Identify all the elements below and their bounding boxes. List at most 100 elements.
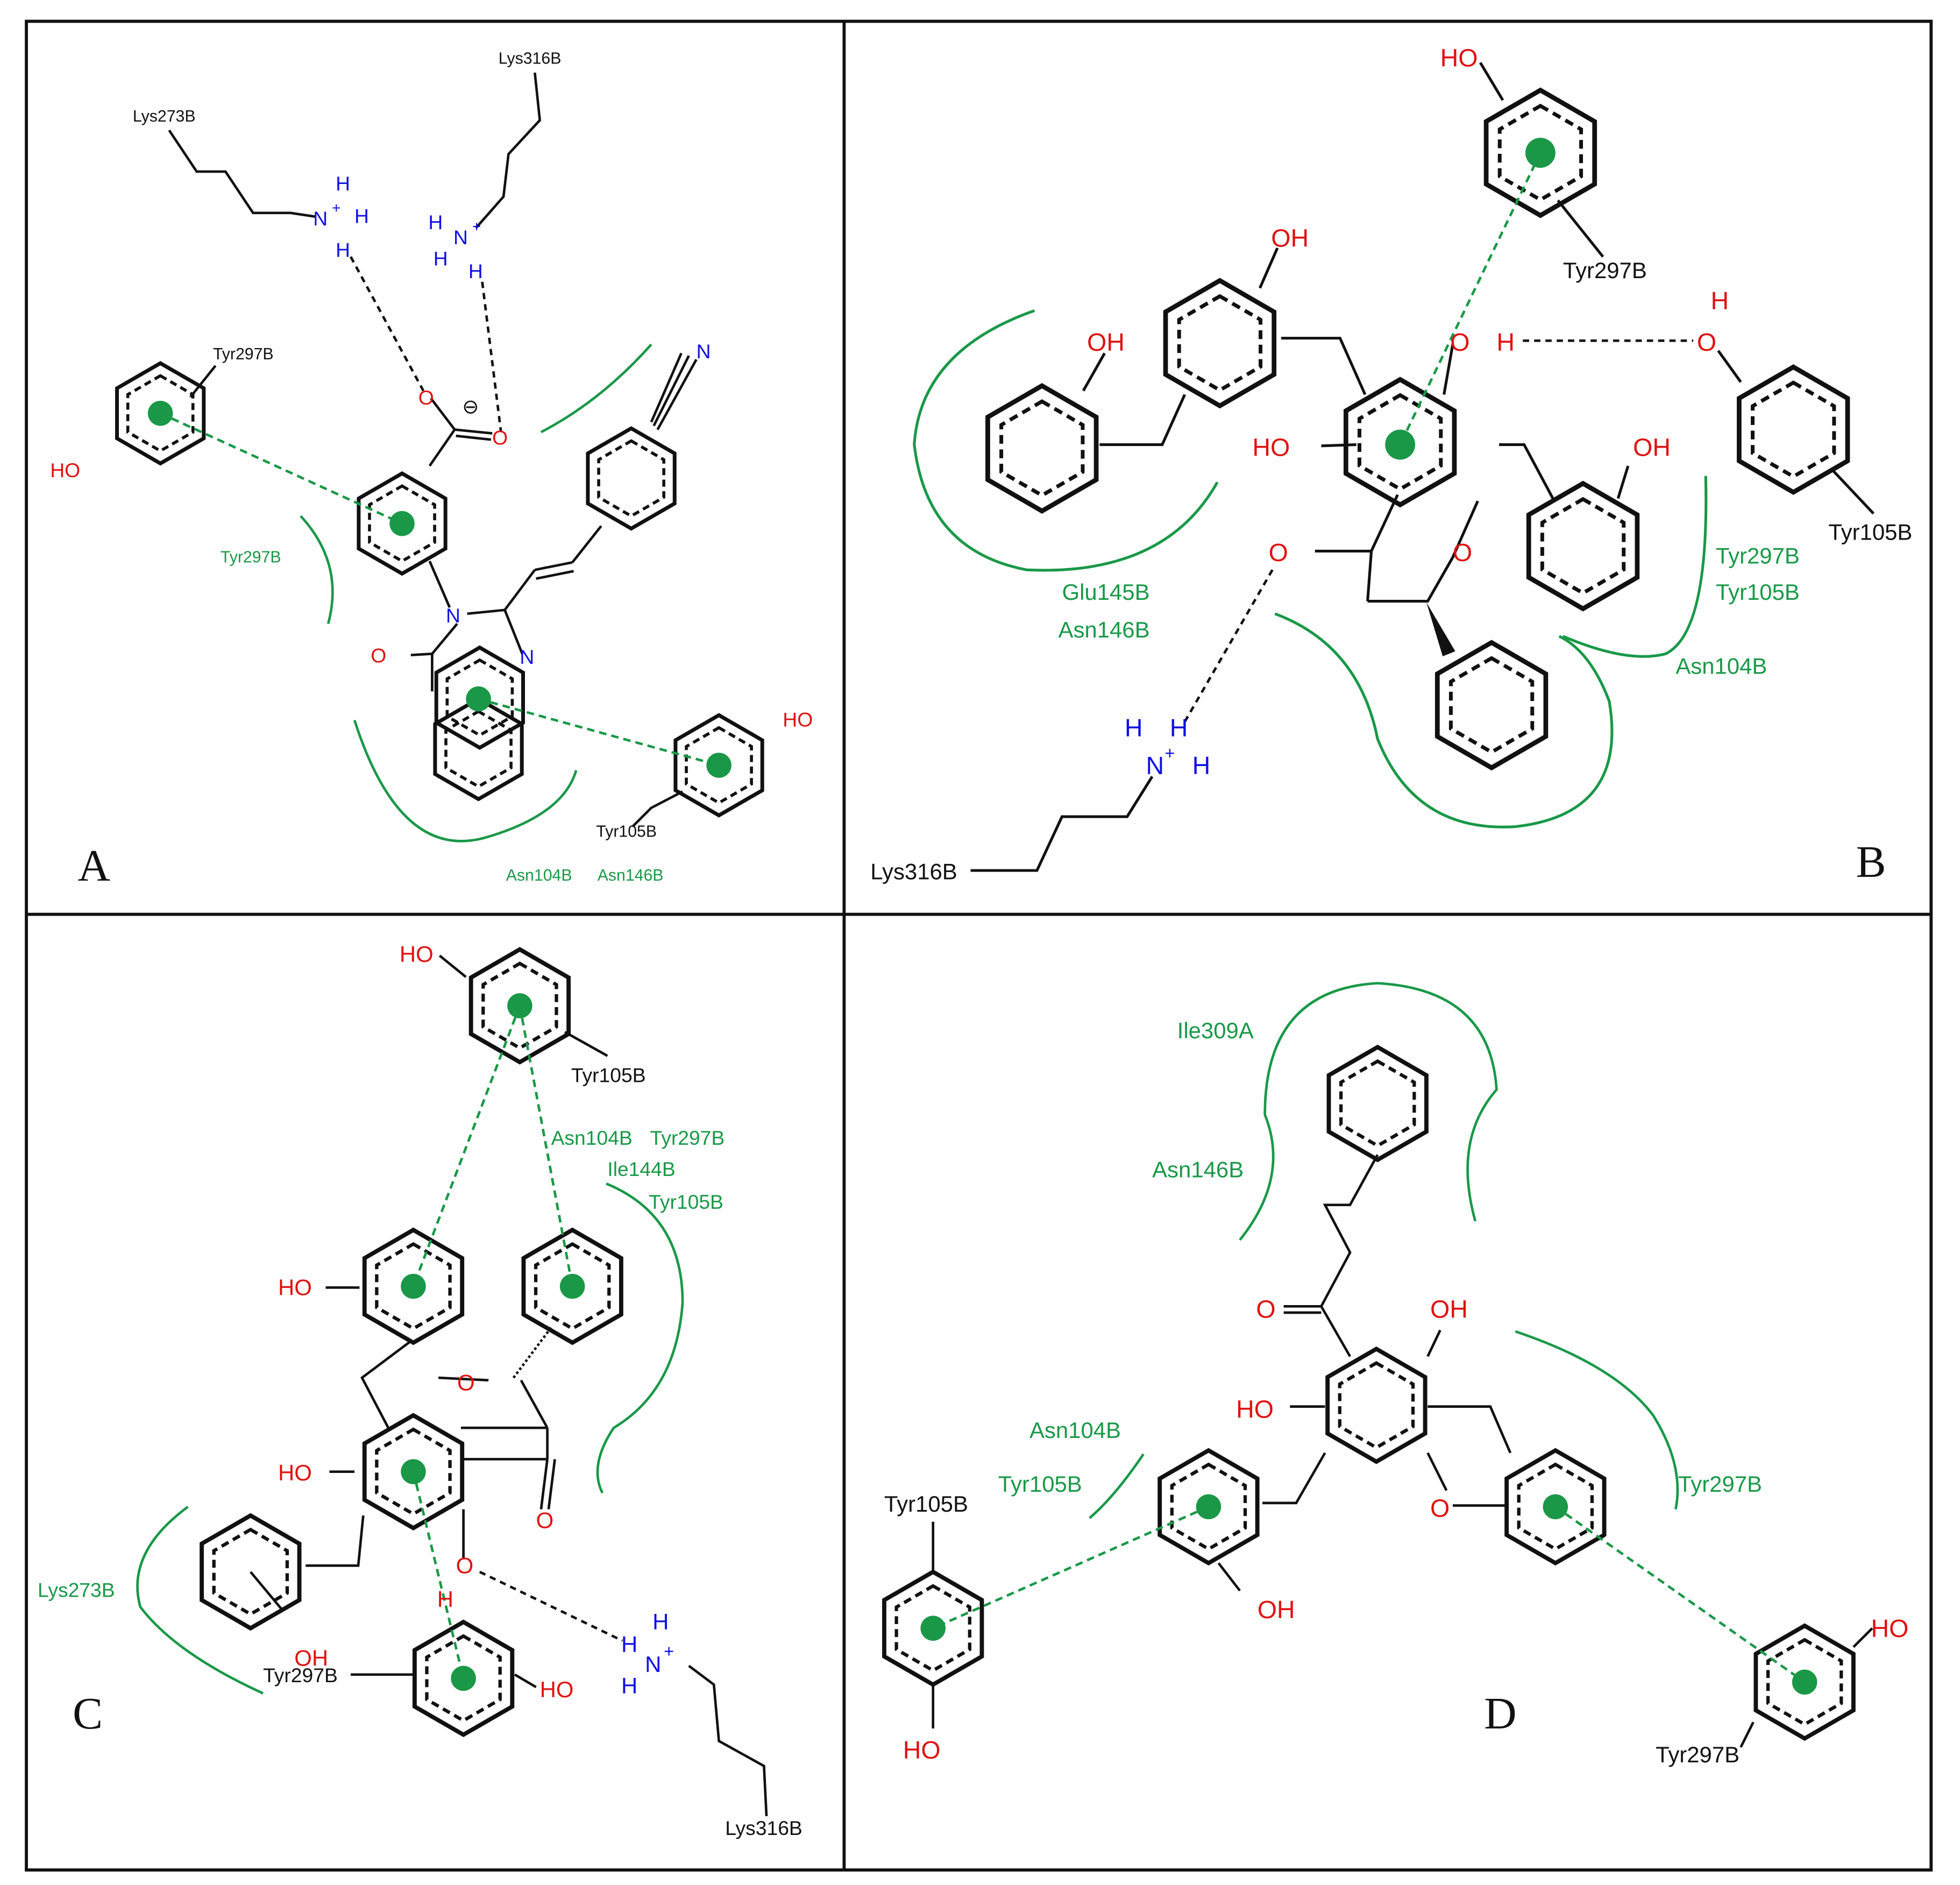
panel-b: Tyr297B Tyr105B Lys316B Glu145B Asn146B … <box>870 44 1912 887</box>
atom-oxygen: O <box>536 1507 554 1533</box>
atom-hydrogen: H <box>354 204 369 227</box>
hydrophobic-label-tyr297: Tyr297B <box>650 1126 725 1149</box>
hydrogen-bond-lines <box>350 256 502 433</box>
hydrophobic-contact-arcs <box>136 1182 684 1695</box>
hydrophobic-arc <box>353 720 578 842</box>
atom-nitrogen: + <box>332 200 340 216</box>
atom-nitrogen: N <box>520 646 534 668</box>
hydrophobic-label-tyr297: Tyr297B <box>1678 1471 1762 1497</box>
atom-oxygen: O <box>1430 1494 1450 1522</box>
hydrophobic-labels: Asn104B Tyr297B Ile144B Tyr105B Lys273B <box>38 1126 725 1601</box>
stereo-hash-bond <box>512 1327 552 1379</box>
hydrophobic-label-ile144: Ile144B <box>607 1158 675 1180</box>
atom-hydrogen: H <box>428 211 443 233</box>
atom-hydrogen: H <box>1125 714 1143 742</box>
tyr105-ring <box>1739 367 1848 492</box>
panel-c: Tyr105B Tyr297B Lys316B Asn104B Tyr297B … <box>38 941 803 1839</box>
atom-oxygen: HO <box>1252 433 1290 461</box>
atom-oxygen: HO <box>50 459 80 481</box>
hydrophobic-label-asn104: Asn104B <box>1675 654 1767 679</box>
atom-oxygen: HO <box>400 941 434 967</box>
hydrophobic-arc <box>1089 1453 1145 1519</box>
atom-oxygen: O <box>1453 538 1472 566</box>
residue-labels: Lys273B Lys316B Tyr297B Tyr105B <box>133 50 657 841</box>
pi-stacking-lines <box>1399 152 1542 445</box>
hydrophobic-label-asn146: Asn146B <box>598 867 664 884</box>
atom-hydrogen: H <box>1192 752 1211 779</box>
atom-oxygen: OH <box>1258 1596 1295 1624</box>
pi-stacking-lines <box>412 1005 574 1679</box>
atom-charge: + <box>664 1641 674 1661</box>
atom-oxygen: OH <box>294 1646 328 1671</box>
hydrophobic-arc <box>300 515 334 625</box>
atom-nitrogen: N <box>446 604 460 627</box>
hydrophobic-label-lys273: Lys273B <box>38 1579 115 1601</box>
panel-letter-d: D <box>1484 1689 1517 1739</box>
hydrophobic-label-tyr297: Tyr297B <box>221 548 281 566</box>
hydrophobic-labels: Ile309A Asn146B Asn104B Tyr105B Tyr297B <box>998 1018 1762 1497</box>
panel-letter-a: A <box>78 841 111 891</box>
atom-hydrogen: H <box>434 247 448 270</box>
atom-labels: HO HO O HO O O H OH HO H H H N + <box>278 941 674 1702</box>
pi-stacking-lines <box>160 412 720 767</box>
atom-hydrogen: H <box>468 260 483 282</box>
hydrophobic-label-asn104: Asn104B <box>506 867 572 884</box>
residue-label-tyr105: Tyr105B <box>1828 519 1912 544</box>
hydrophobic-contact-arcs <box>913 309 1708 828</box>
atom-oxygen: O <box>492 427 508 449</box>
hydrophobic-label-glu145: Glu145B <box>1062 579 1149 605</box>
atom-oxygen: O <box>1269 538 1288 566</box>
atom-oxygen: HO <box>540 1677 574 1702</box>
atom-oxygen: O <box>1450 328 1469 356</box>
panel-frame <box>25 19 1933 1872</box>
hydrophobic-arc <box>1239 982 1498 1241</box>
phenyl-ring <box>1437 642 1546 768</box>
atom-hydrogen: H <box>652 1609 669 1634</box>
panel-d: Tyr105B Tyr297B Ile309A Asn146B Asn104B … <box>884 982 1909 1767</box>
residue-labels: Tyr105B Tyr297B <box>884 1491 1739 1767</box>
bond-lines <box>932 1154 1873 1748</box>
atom-oxygen: OH <box>1087 328 1125 356</box>
atom-hydrogen: H <box>1496 328 1515 356</box>
atom-nitrogen: N <box>645 1652 661 1677</box>
atom-hydrogen: H <box>336 172 350 195</box>
pi-centroid <box>1525 138 1556 168</box>
atom-nitrogen: + <box>472 218 481 235</box>
hydrophobic-arc <box>1274 612 1614 828</box>
atom-hydrogen: H <box>621 1632 637 1657</box>
hydrophobic-contact-arcs <box>1089 982 1679 1519</box>
panel-letter-c: C <box>73 1689 103 1739</box>
residue-labels: Tyr297B Tyr105B Lys316B <box>870 258 1912 884</box>
pi-centroid <box>147 401 173 426</box>
atom-oxygen: O <box>457 1370 475 1395</box>
atom-nitrogen: N <box>697 340 711 363</box>
hydrophobic-label-asn146: Asn146B <box>1152 1157 1244 1182</box>
residue-label-tyr297: Tyr297B <box>213 345 274 363</box>
residue-labels: Tyr105B Tyr297B Lys316B <box>263 1064 803 1839</box>
pi-centroids <box>401 993 585 1691</box>
atom-nitrogen: N <box>313 207 328 230</box>
atom-charge: + <box>1164 743 1175 763</box>
residue-label-lys316: Lys316B <box>870 859 957 884</box>
bond-lines <box>168 72 698 828</box>
residue-label-lys316: Lys316B <box>499 50 562 68</box>
aromatic-rings <box>202 949 621 1735</box>
hydrophobic-arc <box>1515 1330 1679 1510</box>
atom-charge: ⊖ <box>462 395 479 417</box>
atom-hydrogen: H <box>621 1673 637 1698</box>
hydrophobic-labels: Glu145B Asn146B Tyr297B Tyr105B Asn104B <box>1059 543 1800 679</box>
atom-hydrogen: H <box>1711 287 1729 315</box>
wedge-bond <box>1426 602 1455 656</box>
hydrophobic-arc <box>136 1506 264 1695</box>
atom-labels: O OH HO O OH HO HO <box>903 1295 1909 1764</box>
atom-oxygen: HO <box>1871 1614 1909 1642</box>
bond-lines <box>250 954 768 1817</box>
hydrophobic-arc <box>540 343 652 434</box>
hydrophobic-contact-arcs <box>300 343 652 842</box>
atom-labels: HO HO N + H H H N + H H H O O ⊖ O N N N <box>50 172 813 731</box>
atom-oxygen: O <box>418 386 434 409</box>
atom-oxygen: HO <box>1440 44 1478 72</box>
hydrogen-bond-lines <box>479 1570 623 1642</box>
residue-label-tyr297: Tyr297B <box>1563 258 1647 283</box>
